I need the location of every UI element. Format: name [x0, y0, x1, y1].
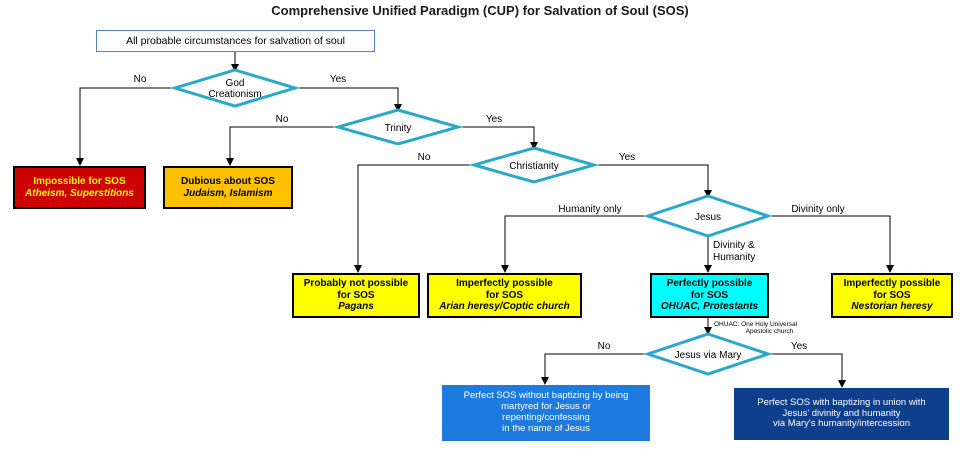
chart-title: Comprehensive Unified Paradigm (CUP) for…	[271, 3, 689, 18]
trinity-no-label: No	[276, 114, 289, 125]
jesus-via-mary-diamond	[643, 332, 773, 376]
perfect-without-line-4: in the name of Jesus	[502, 422, 590, 434]
jesus-label: Jesus	[695, 212, 721, 223]
christianity-label: Christianity	[509, 161, 558, 172]
perfect-without-line-2: martyred for Jesus or	[501, 401, 591, 413]
arrow-trinity-yes	[458, 126, 538, 150]
imperfect-arian-title-2: for SOS	[485, 289, 524, 301]
god-no-label: No	[134, 74, 147, 85]
perfect-with-line-2: Jesus' divinity and humanity	[782, 407, 901, 419]
christianity-yes-label: Yes	[619, 152, 635, 163]
arrow-christianity-yes	[594, 164, 712, 198]
trinity-diamond	[332, 108, 464, 146]
trinity-yes-label: Yes	[486, 114, 502, 125]
probably-not-title-1: Probably not possible	[303, 278, 409, 290]
creationism-label: Creationism	[208, 89, 261, 100]
ohuac-note: OHUAC: One Holy Universal Apostolic chur…	[714, 321, 797, 335]
arrow-divinity-only	[768, 215, 894, 273]
mary-no-label: No	[598, 341, 611, 352]
dubious-subtitle: Judaism, Islamism	[183, 187, 273, 199]
god-creationism-diamond	[169, 68, 301, 108]
divinity-only-label: Divinity only	[791, 204, 844, 215]
probably-not-subtitle: Pagans	[338, 301, 374, 313]
arrow-god-yes	[295, 87, 402, 112]
imperfect-nestorian-title-2: for SOS	[873, 289, 911, 301]
god-label: God	[226, 78, 245, 89]
connector-lines	[76, 52, 894, 388]
perfect-subtitle: OHUAC, Protestants	[660, 301, 759, 313]
perfect-title-1: Perfectly possible	[666, 278, 753, 290]
trinity-label: Trinity	[385, 123, 412, 134]
impossible-for-sos-box: Impossible for SOS Atheism, Superstition…	[13, 166, 146, 209]
perfectly-possible-box: Perfectly possible for SOS OHUAC, Protes…	[650, 273, 769, 318]
imperfect-arian-subtitle: Arian heresy/Coptic church	[439, 301, 570, 313]
imperfect-arian-box: Imperfectly possible for SOS Arian heres…	[427, 273, 582, 318]
arrow-mary-no	[541, 353, 652, 385]
imperfect-arian-title-1: Imperfectly possible	[456, 278, 553, 290]
perfect-sos-with-baptizing-box: Perfect SOS with baptizing in union with…	[734, 388, 949, 440]
christianity-no-label: No	[418, 152, 431, 163]
arrow-christianity-no	[354, 164, 474, 273]
perfect-with-line-1: Perfect SOS with baptizing in union with	[757, 396, 926, 408]
probably-not-possible-box: Probably not possible for SOS Pagans	[292, 273, 420, 318]
arrow-mary-yes	[768, 353, 846, 388]
christianity-diamond	[468, 146, 600, 184]
arrow-god-no	[76, 87, 175, 166]
impossible-subtitle: Atheism, Superstitions	[25, 187, 134, 199]
mary-yes-label: Yes	[791, 341, 807, 352]
arrow-trinity-no	[226, 126, 338, 166]
ohuac-note-line-1: OHUAC: One Holy Universal	[714, 321, 798, 328]
humanity-only-label: Humanity only	[558, 204, 621, 215]
ohuac-note-line-2: Apostolic church	[745, 328, 794, 336]
jesus-via-mary-label: Jesus via Mary	[675, 350, 742, 361]
arrow-humanity-only	[501, 215, 648, 273]
imperfect-nestorian-box: Imperfectly possible for SOS Nestorian h…	[831, 273, 953, 318]
perfect-sos-without-baptizing-box: Perfect SOS without baptizing by being m…	[442, 385, 650, 441]
dubious-about-sos-box: Dubious about SOS Judaism, Islamism	[163, 166, 293, 209]
imperfect-nestorian-title-1: Imperfectly possible	[843, 278, 941, 290]
perfect-with-line-3: via Mary's humanity/intercession	[773, 418, 910, 430]
edge-labels: No Yes No Yes No Yes Humanity only Divin…	[134, 74, 845, 352]
probably-not-title-2: for SOS	[337, 289, 375, 301]
humanity-label: Humanity	[713, 252, 755, 263]
start-text: All probable circumstances for salvation…	[126, 34, 345, 47]
start-box: All probable circumstances for salvation…	[96, 30, 375, 52]
perfect-without-line-3: repenting/confessing	[502, 412, 590, 423]
decision-diamonds: God Creationism Trinity Christianity Jes…	[169, 68, 773, 376]
perfect-without-line-1: Perfect SOS without baptizing by being	[463, 390, 629, 402]
dubious-title: Dubious about SOS	[181, 176, 275, 187]
impossible-title: Impossible for SOS	[33, 176, 126, 187]
imperfect-nestorian-subtitle: Nestorian heresy	[851, 301, 933, 313]
jesus-diamond	[643, 194, 773, 238]
perfect-title-2: for SOS	[690, 289, 729, 301]
divinity-and-label: Divinity &	[713, 240, 755, 251]
god-yes-label: Yes	[330, 74, 346, 85]
